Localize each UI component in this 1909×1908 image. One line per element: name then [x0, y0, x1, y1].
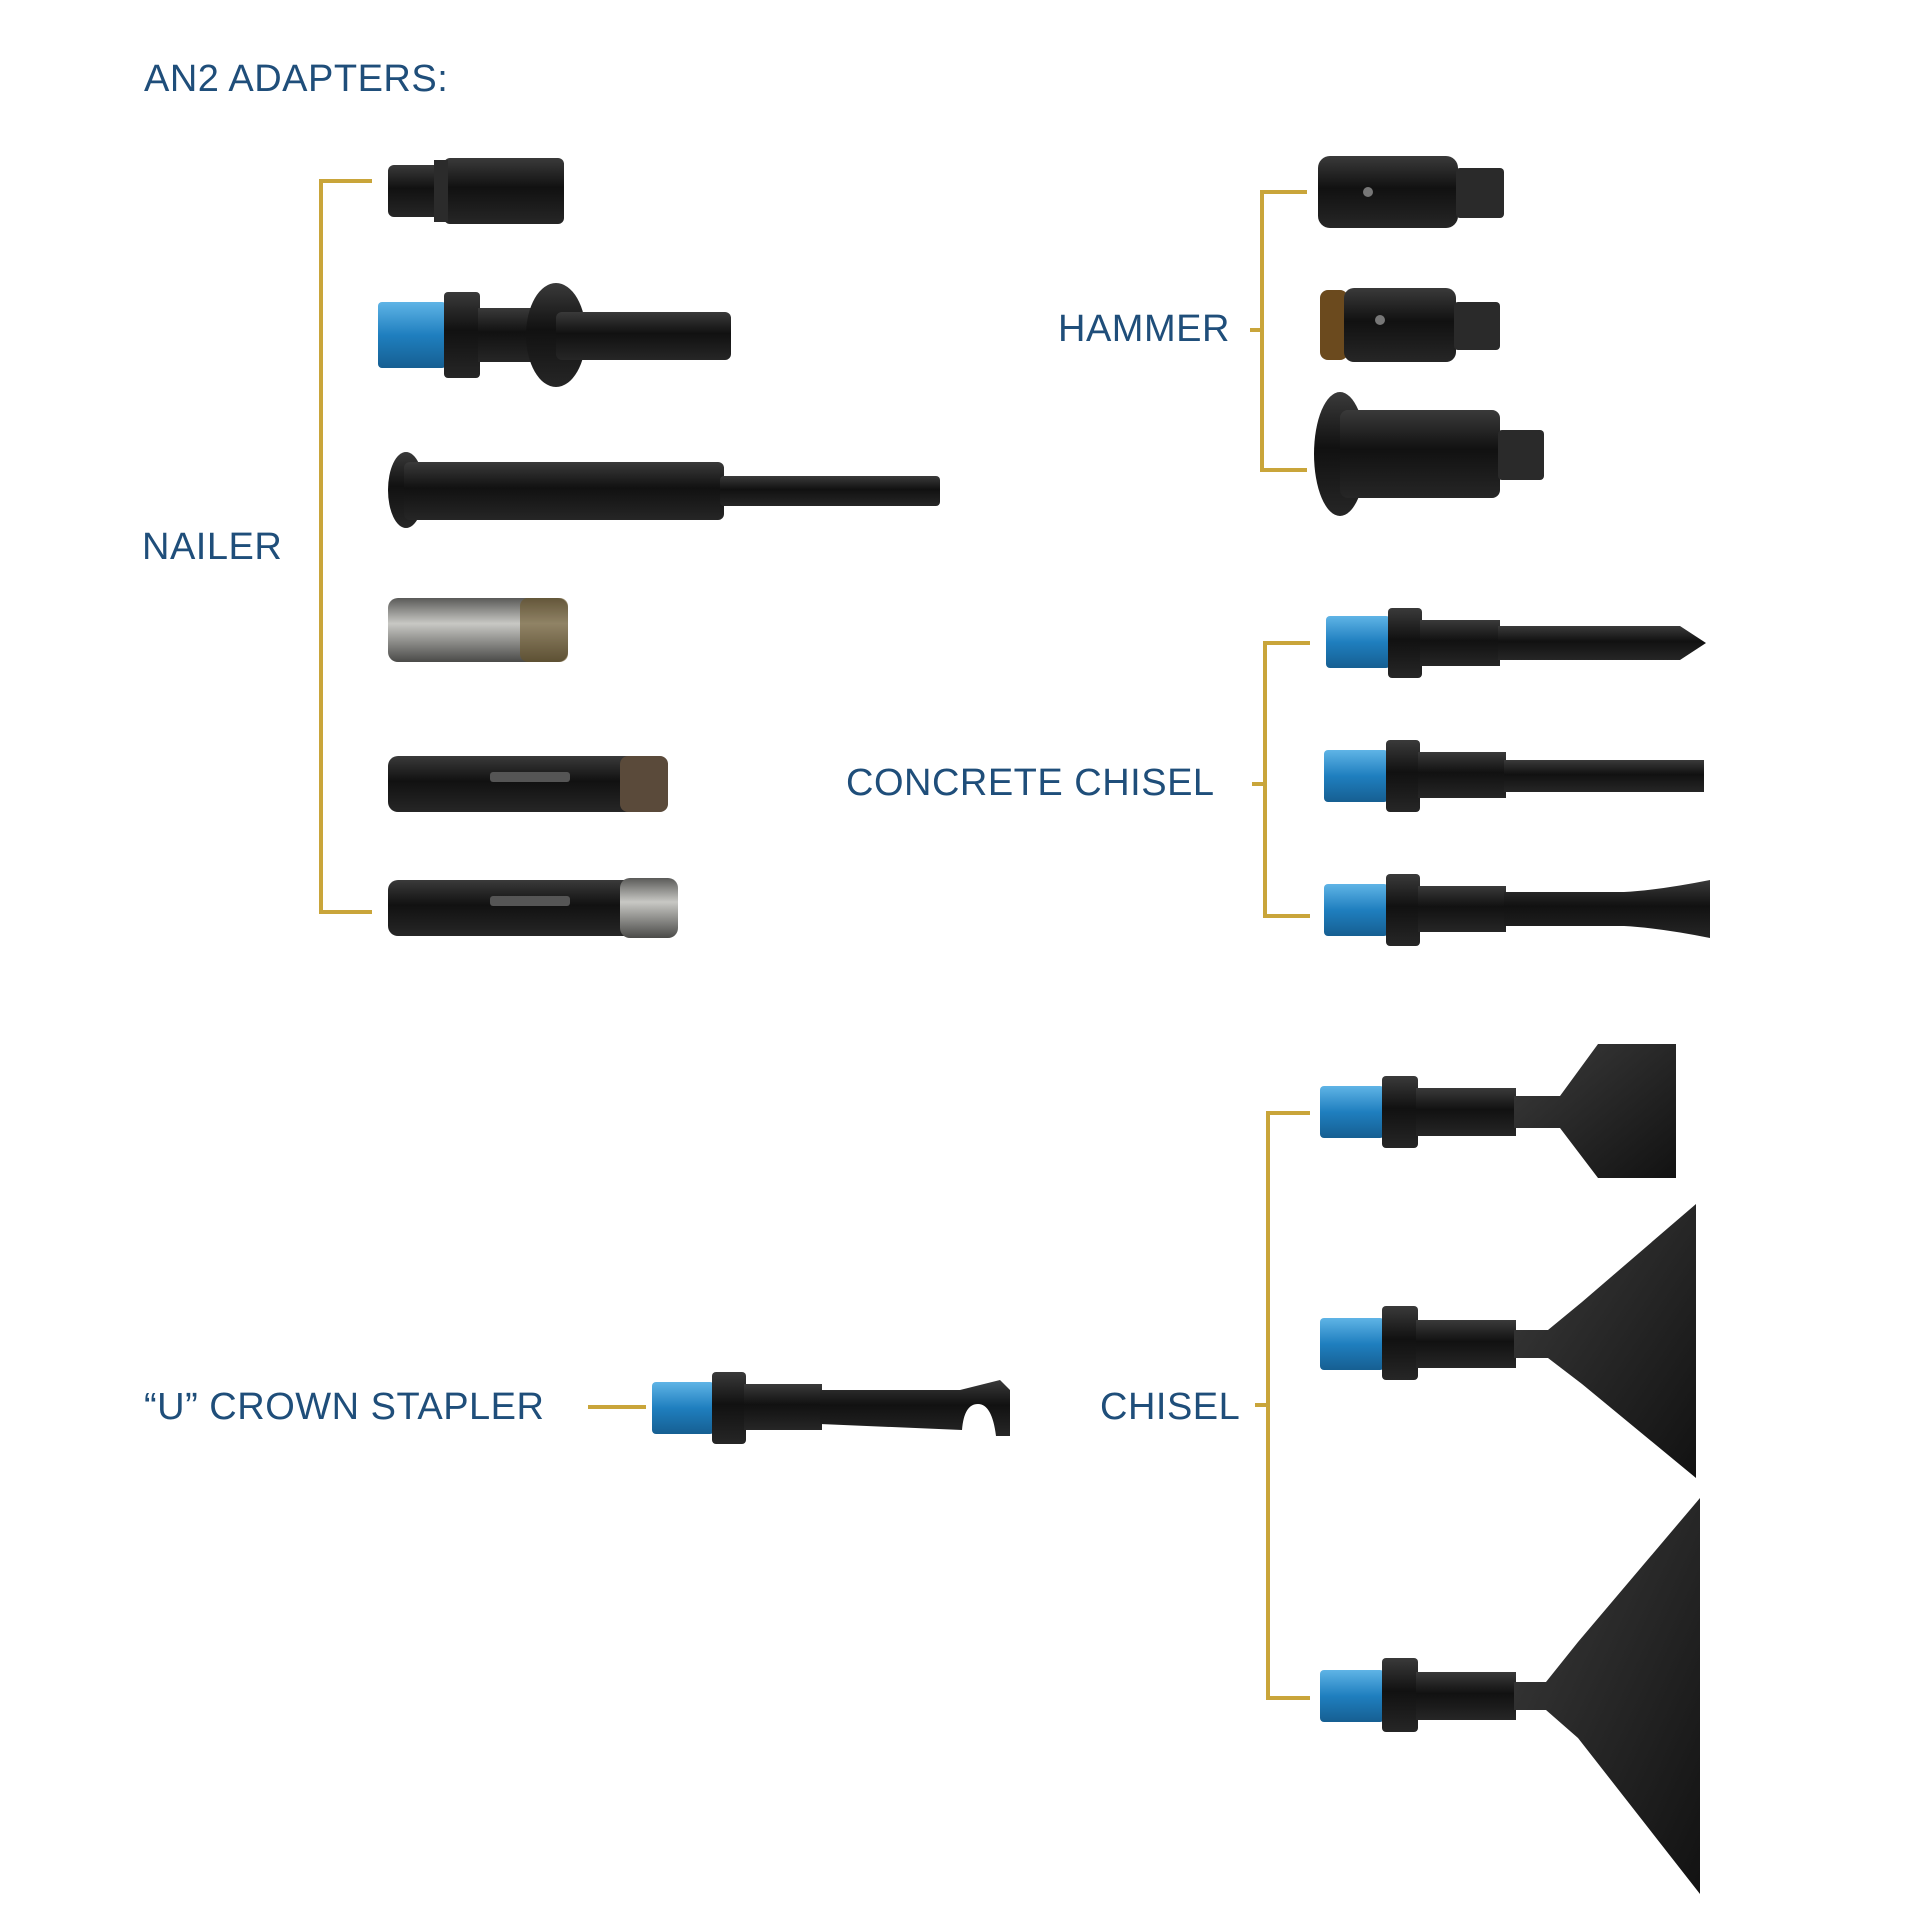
chisel-blade-large [1320, 1498, 1700, 1894]
nailer-adapter-silver-sleeve [388, 598, 568, 662]
chisel-bracket [1255, 1111, 1310, 1700]
nailer-adapter-sleeve [388, 158, 564, 224]
concrete-chisel-label: CONCRETE CHISEL [846, 762, 1215, 804]
nailer-adapter-threaded-collar [378, 283, 731, 387]
hammer-bracket [1250, 190, 1307, 472]
concrete-chisel-bracket [1252, 641, 1310, 918]
nailer-adapter-slotted-barrel [388, 756, 668, 812]
nailer-bracket [319, 179, 372, 914]
stapler-label: “U” CROWN STAPLER [144, 1386, 545, 1428]
nailer-adapter-long-rod [388, 452, 940, 528]
nailer-label: NAILER [142, 526, 283, 568]
hammer-adapter-1 [1318, 156, 1504, 228]
chisel-blade-medium [1320, 1204, 1696, 1478]
chisel-label: CHISEL [1100, 1386, 1241, 1428]
hammer-adapter-2 [1320, 288, 1500, 362]
concrete-chisel-pointed [1326, 608, 1706, 678]
chisel-blade-small [1320, 1044, 1676, 1178]
nailer-adapter-silver-tip-barrel [388, 878, 678, 938]
concrete-chisel-flat [1324, 740, 1704, 812]
stapler-adapter [652, 1372, 1010, 1444]
page-title: AN2 ADAPTERS: [144, 58, 449, 100]
hammer-label: HAMMER [1058, 308, 1230, 350]
concrete-chisel-wide [1324, 874, 1710, 946]
hammer-adapter-3 [1314, 392, 1544, 516]
